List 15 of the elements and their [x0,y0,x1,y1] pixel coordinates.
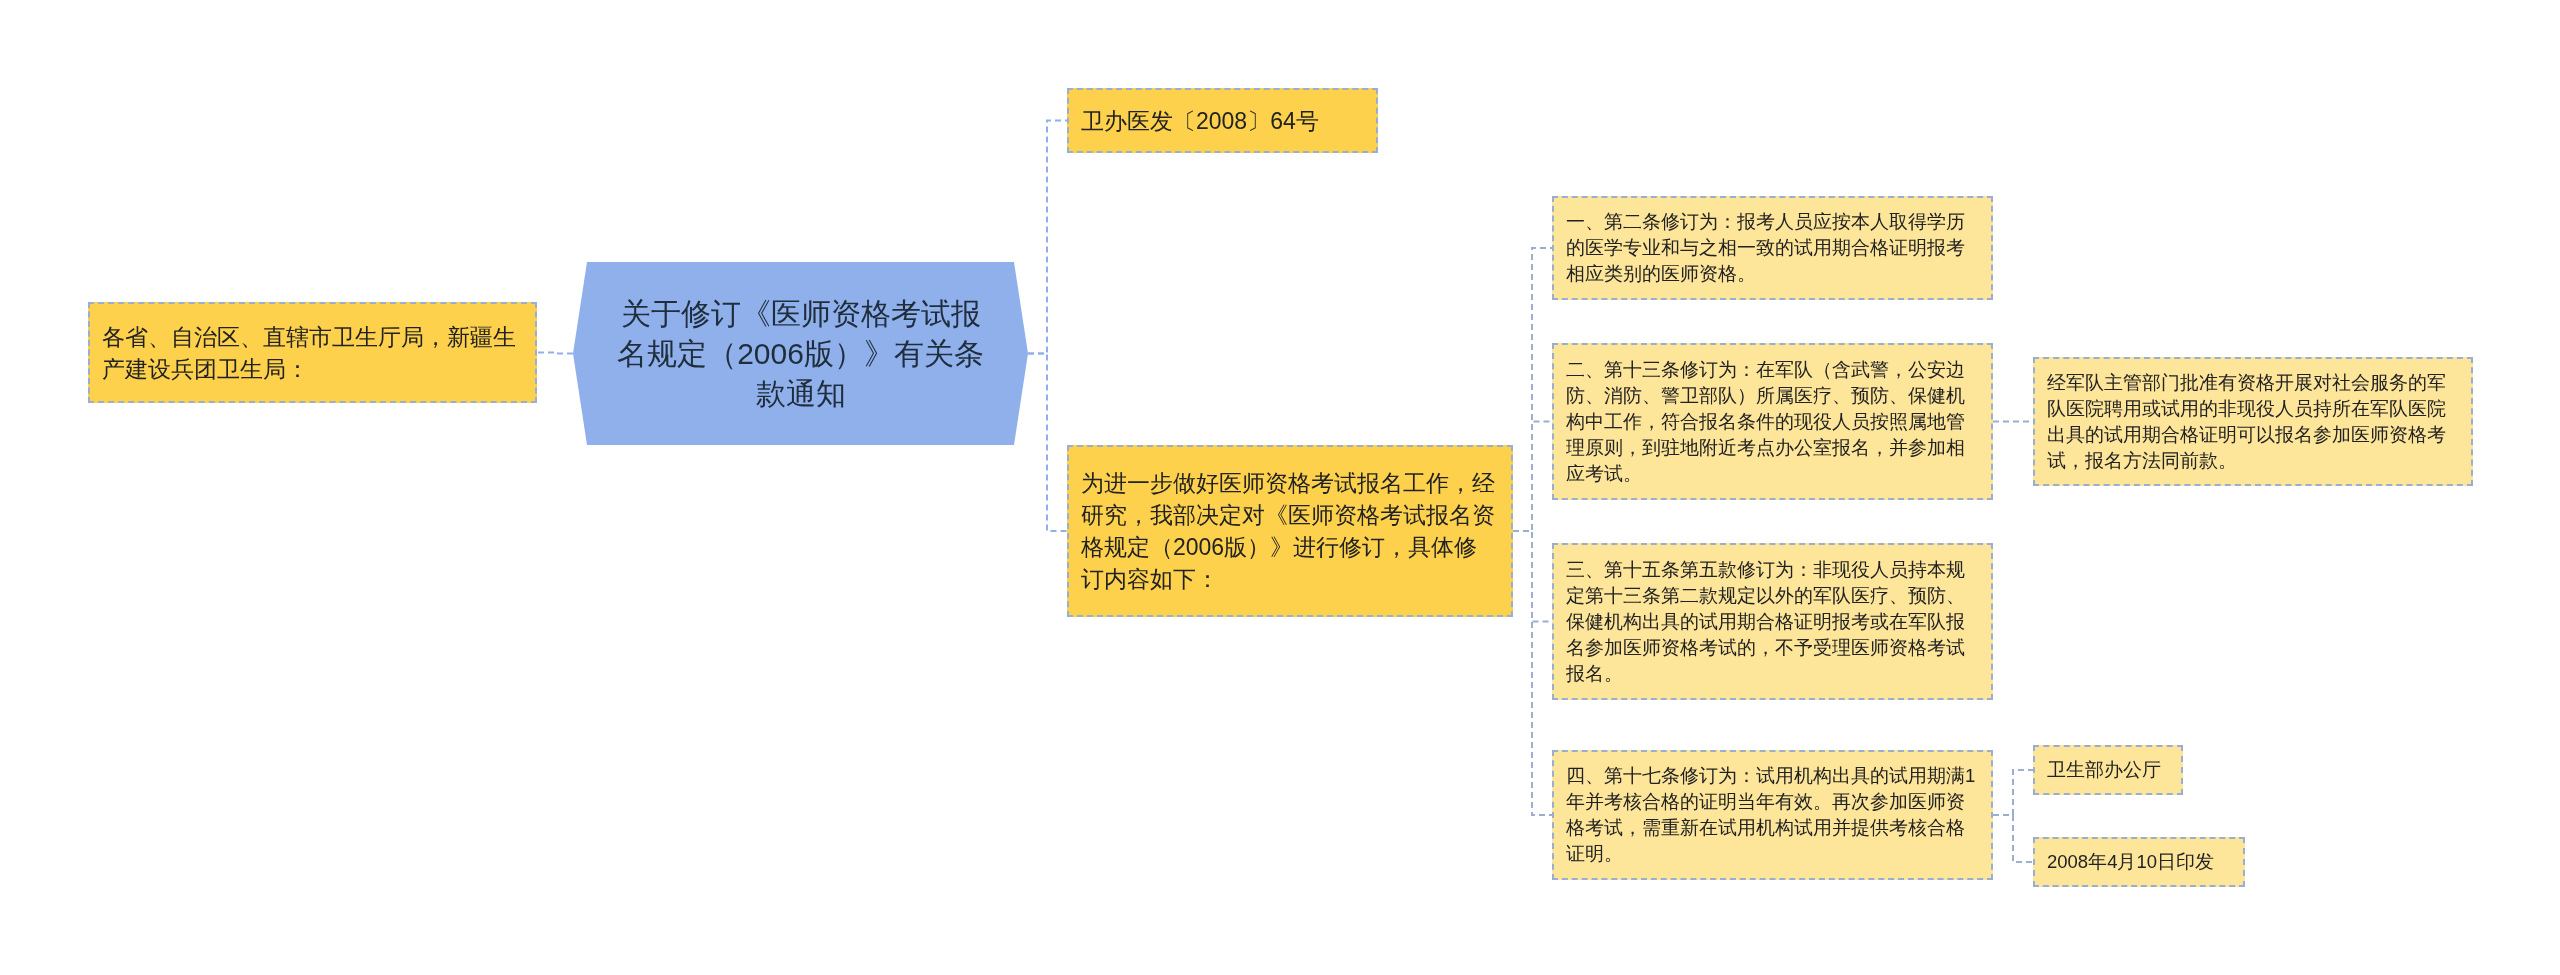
topic-box: 经军队主管部门批准有资格开展对社会服务的军队医院聘用或试用的非现役人员持所在军队医院出具的试用期合格证明可以报名参加医师资格考试，报名方法同前款。 [2033,357,2473,486]
connector-line [1992,814,2034,863]
topic-box: 一、第二条修订为：报考人员应按本人取得学历的医学专业和与之相一致的试用期合格证明报考相应类别的医师资格。 [1552,196,1993,300]
topic-box: 为进一步做好医师资格考试报名工作，经研究，我部决定对《医师资格考试报名资格规定（2006版）》进行修订，具体修订内容如下： [1067,445,1513,617]
topic-box: 四、第十七条修订为：试用机构出具的试用期满1年并考核合格的证明当年有效。再次参加医师资格考试，需重新在试用机构试用并提供考核合格证明。 [1552,750,1993,880]
title-hexagon: 关于修订《医师资格考试报名规定（2006版）》有关条款通知 [573,262,1028,445]
connector-line [536,351,574,355]
topic-box: 卫生部办公厅 [2033,745,2183,795]
connector-line [1512,530,1553,816]
topic-box: 卫办医发〔2008〕64号 [1067,88,1378,153]
topic-box: 二、第十三条修订为：在军队（含武警，公安边防、消防、警卫部队）所属医疗、预防、保健机构中工作，符合报名条件的现役人员按照属地管理原则，到驻地附近考点办公室报名，并参加相应考试。 [1552,343,1993,500]
connector-line [1027,352,1068,532]
topic-box: 2008年4月10日印发 [2033,837,2245,887]
topic-box: 三、第十五条第五款修订为：非现役人员持本规定第十三条第二款规定以外的军队医疗、预防、保健机构出具的试用期合格证明报考或在军队报名参加医师资格考试的，不予受理医师资格考试报名。 [1552,543,1993,700]
topic-box: 各省、自治区、直辖市卫生厅局，新疆生产建设兵团卫生局： [88,302,537,403]
